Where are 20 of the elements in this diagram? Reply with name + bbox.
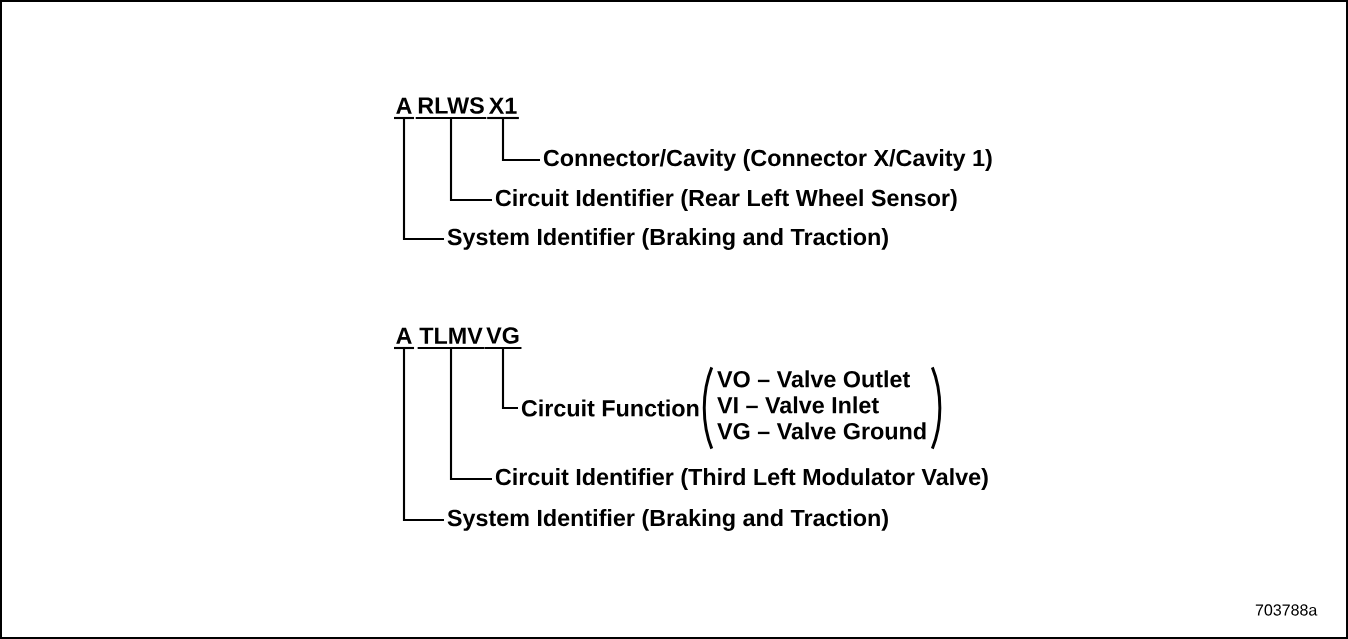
description-text: Circuit Identifier (Rear Left Wheel Sensor) — [495, 189, 957, 211]
leader-line — [501, 118, 540, 162]
leader-line — [402, 118, 444, 241]
description-text: Connector/Cavity (Connector X/Cavity 1) — [543, 149, 992, 171]
leader-line — [449, 348, 492, 481]
leader-line — [402, 348, 444, 522]
leader-line — [449, 118, 492, 202]
code-segment: VG — [484, 327, 522, 350]
description-text: Circuit Function — [521, 399, 699, 417]
code-segment: A — [394, 327, 415, 350]
leader-line — [501, 348, 518, 410]
code-segment: RLWS — [415, 97, 487, 120]
code-segment: A — [394, 97, 415, 120]
code-segment: TLMV — [417, 327, 485, 350]
description-text: System Identifier (Braking and Traction) — [447, 509, 888, 531]
bracketed-list: VO – Valve Outlet VI – Valve Inlet VG – Valve Ground — [702, 366, 942, 450]
description-text: System Identifier (Braking and Traction) — [447, 228, 888, 250]
figure-number: 703788a — [1255, 604, 1318, 616]
code-segment: X1 — [487, 97, 519, 120]
description-text: Circuit Identifier (Third Left Modulator Valve) — [495, 468, 988, 490]
